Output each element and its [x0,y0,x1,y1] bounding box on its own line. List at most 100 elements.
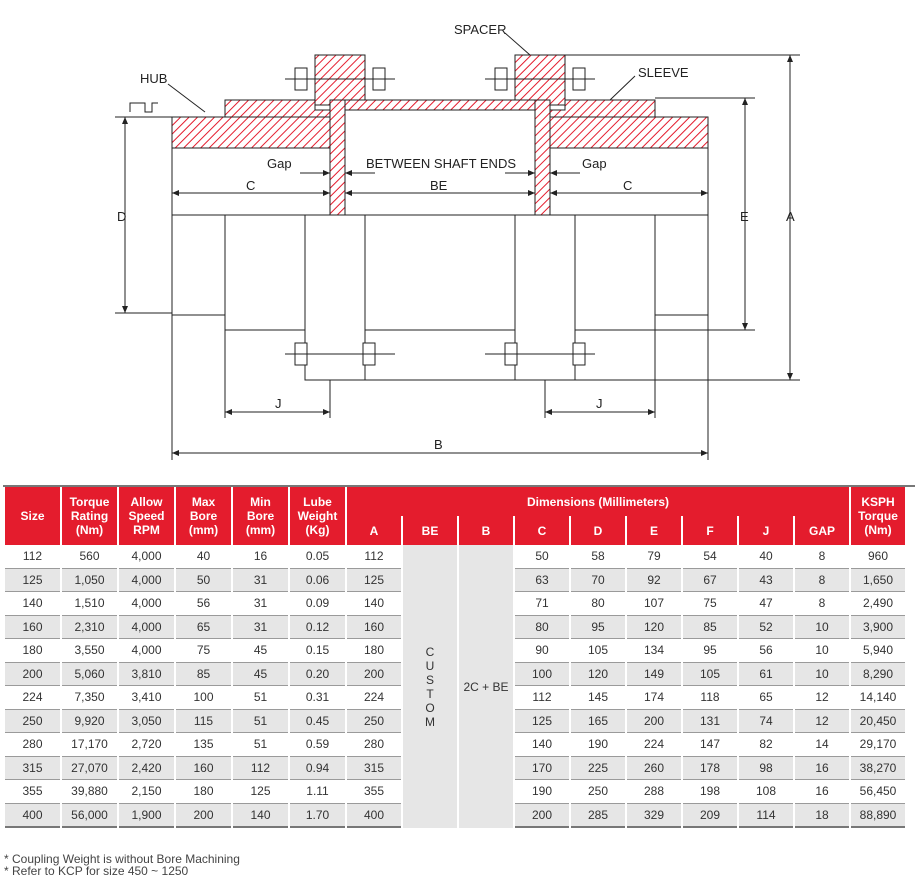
table-cell: 70 [571,568,625,592]
footnote-kcp: * Refer to KCP for size 450 ~ 1250 [4,864,189,878]
table-cell: 14,140 [851,686,905,710]
table-cell: 14 [795,733,849,757]
table-cell: 63 [515,568,569,592]
label-c-left: C [246,178,255,193]
table-cell: 105 [571,639,625,663]
table-cell: 225 [571,756,625,780]
table-cell: 140 [233,803,288,828]
header-dim-a: A [347,516,401,545]
table-cell: 31 [233,568,288,592]
table-cell: 112 [5,545,60,569]
table-cell: 250 [571,780,625,804]
table-cell: 50 [176,568,231,592]
table-cell: 315 [347,756,401,780]
table-cell: 98 [739,756,793,780]
table-cell: 0.05 [290,545,345,569]
table-cell: 56 [176,592,231,616]
table-cell: 88,890 [851,803,905,828]
table-cell: 31 [233,615,288,639]
table-cell: 280 [347,733,401,757]
table-cell: 1,650 [851,568,905,592]
table-cell: 3,900 [851,615,905,639]
table-cell: 125 [233,780,288,804]
table-cell: 200 [5,662,60,686]
header-dim-c: C [515,516,569,545]
label-hub: HUB [140,71,167,86]
table-cell: 20,450 [851,709,905,733]
table-cell: 315 [5,756,60,780]
table-cell: 16 [233,545,288,569]
spacer [329,99,551,381]
label-e: E [740,209,749,224]
header-dim-j: J [739,516,793,545]
table-cell: 145 [571,686,625,710]
table-cell: 4,000 [119,568,174,592]
footnote-weight: * Coupling Weight is without Bore Machin… [4,852,240,866]
table-cell: 51 [233,709,288,733]
table-cell: 140 [515,733,569,757]
table-cell: 178 [683,756,737,780]
header-dim-b: B [459,516,513,545]
table-cell: 108 [739,780,793,804]
table-cell: 2,490 [851,592,905,616]
table-cell: 56,450 [851,780,905,804]
label-d: D [117,209,126,224]
header-dim-gap: GAP [795,516,849,545]
table-cell: 105 [683,662,737,686]
table-cell: 165 [571,709,625,733]
label-gap-right: Gap [582,156,607,171]
table-cell: 2,420 [119,756,174,780]
table-cell: 29,170 [851,733,905,757]
table-cell: 329 [627,803,681,828]
table-cell: 71 [515,592,569,616]
table-cell: 75 [176,639,231,663]
table-cell: 288 [627,780,681,804]
table-cell: 75 [683,592,737,616]
table-cell: 16 [795,780,849,804]
table-cell: 960 [851,545,905,569]
table-cell: 125 [347,568,401,592]
label-b: B [434,437,443,452]
table-cell: 3,810 [119,662,174,686]
table-cell: 1,510 [62,592,117,616]
table-cell: 112 [347,545,401,569]
label-sleeve: SLEEVE [638,65,689,80]
header-dimensions: Dimensions (Millimeters) [347,487,849,516]
label-a: A [786,209,795,224]
table-cell: 0.59 [290,733,345,757]
table-cell: 0.15 [290,639,345,663]
table-cell: 180 [176,780,231,804]
table-cell: 190 [571,733,625,757]
table-cell: 149 [627,662,681,686]
table-cell: 74 [739,709,793,733]
table-cell: 17,170 [62,733,117,757]
table-cell: 112 [515,686,569,710]
table-cell: 135 [176,733,231,757]
table-cell: 0.20 [290,662,345,686]
table-cell: 125 [5,568,60,592]
table-cell: 47 [739,592,793,616]
table-cell: 224 [627,733,681,757]
table-cell: 58 [571,545,625,569]
table-top-rule [3,485,915,487]
table-cell: 3,410 [119,686,174,710]
table-cell: 9,920 [62,709,117,733]
table-cell: 2,720 [119,733,174,757]
table-cell: 40 [176,545,231,569]
table-cell: 8 [795,545,849,569]
table-cell: 224 [5,686,60,710]
table-cell: 0.06 [290,568,345,592]
header-size: Size [5,487,60,545]
